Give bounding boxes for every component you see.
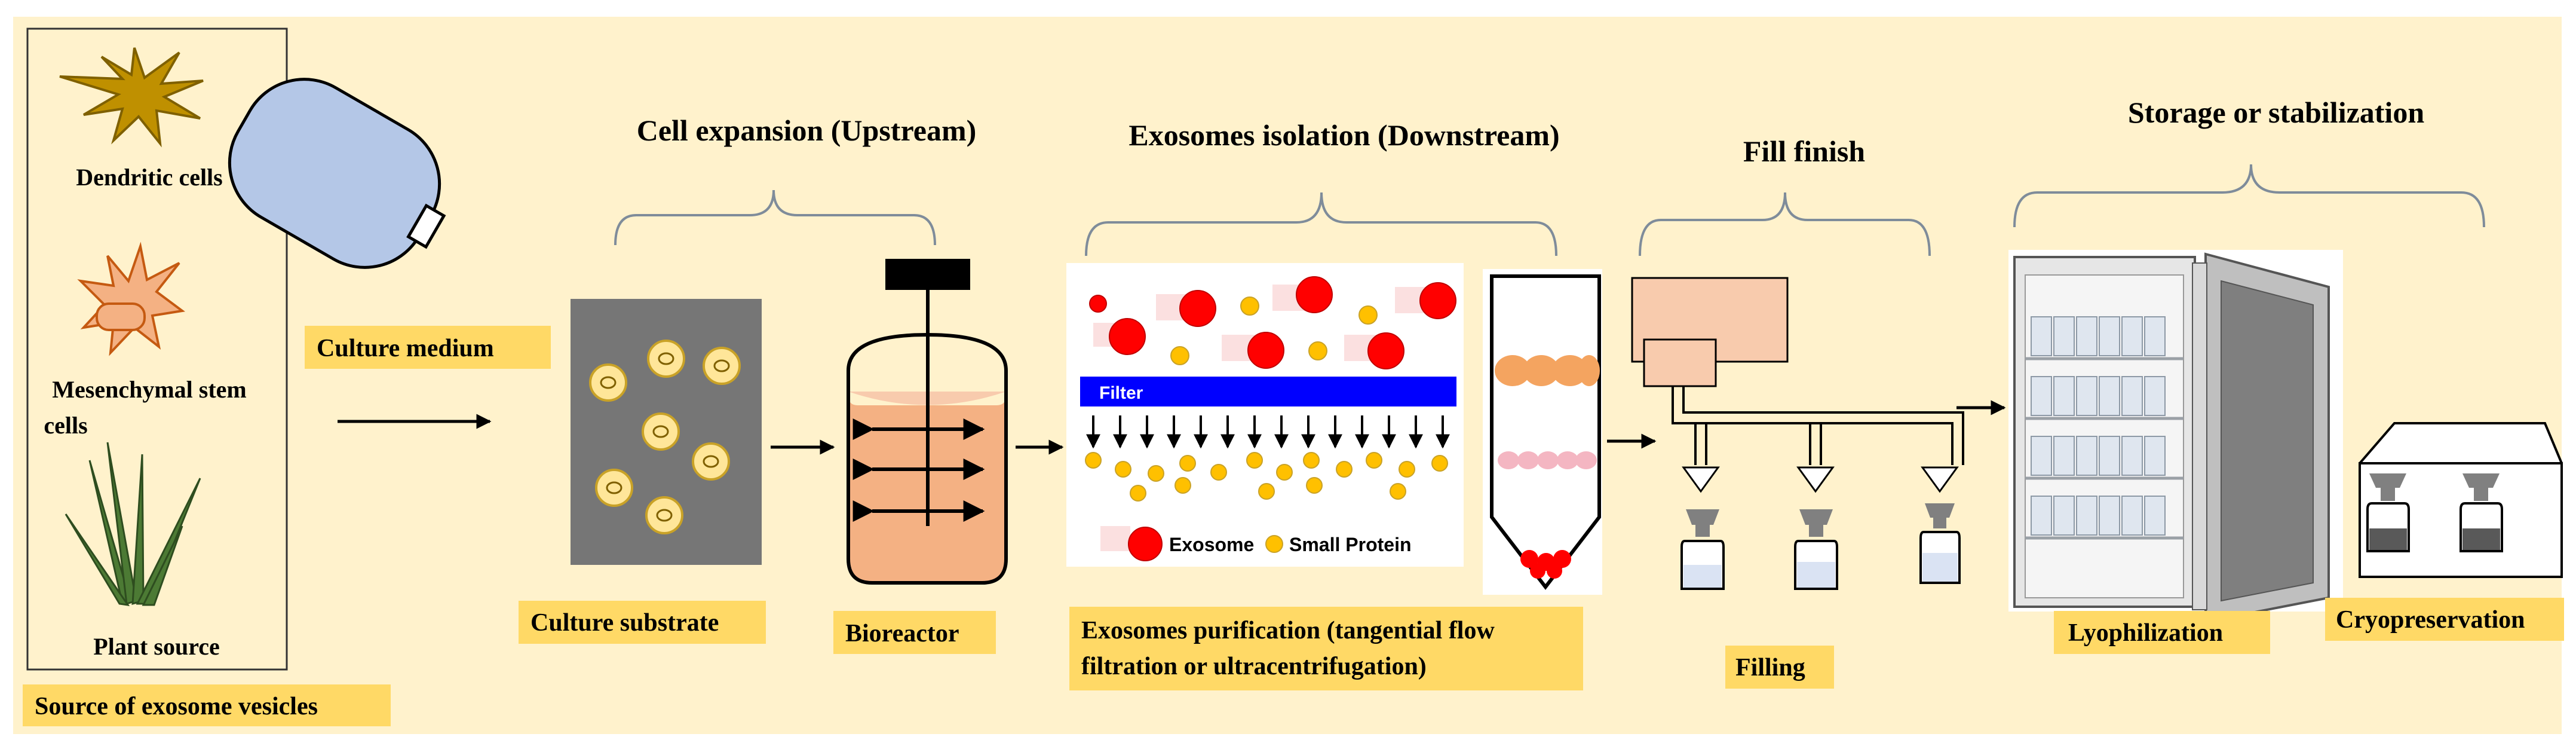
source-of-exosome-vesicles-label: Source of exosome vesicles — [35, 693, 318, 720]
cryopreservation-box-icon — [2359, 422, 2563, 578]
culture-substrate-icon — [571, 299, 762, 565]
source-label-box — [23, 684, 391, 726]
culture-medium-bag-icon — [228, 78, 446, 269]
bioreactor-label-box — [833, 611, 996, 654]
culture-medium-label-box — [305, 326, 551, 369]
lyophilizer-icon — [2008, 250, 2343, 623]
dendritic-cell-icon — [59, 47, 204, 148]
culture-substrate-label-box — [519, 601, 766, 644]
storage-bracket — [2013, 164, 2485, 228]
legend-exosome-label: Exosome — [1169, 534, 1254, 555]
fill-finish-title: Fill finish — [1743, 134, 1865, 168]
upstream-title: Cell expansion (Upstream) — [637, 114, 977, 147]
downstream-title: Exosomes isolation (Downstream) — [1128, 118, 1559, 152]
dendritic-cells-label: Dendritic cells — [76, 164, 223, 191]
filtration-panel: Filter — [1066, 263, 1464, 567]
fill-finish-bracket — [1639, 192, 1931, 256]
downstream-bracket — [1085, 192, 1557, 256]
plant-source-label: Plant source — [93, 633, 219, 660]
cryopreservation-label-box — [2325, 598, 2564, 641]
culture-substrate-label: Culture substrate — [530, 609, 719, 637]
purification-label-line2: filtration or ultracentrifugation) — [1081, 653, 1427, 680]
lyophilization-label-box — [2054, 611, 2270, 654]
upstream-bracket — [614, 189, 936, 246]
lyophilization-label: Lyophilization — [2068, 619, 2223, 647]
centrifuge-tube-icon — [1483, 269, 1602, 595]
msc-label-line2: cells — [44, 412, 87, 439]
msc-label-line1: Mesenchymal stem — [52, 376, 246, 403]
purification-label-box — [1069, 607, 1583, 690]
mesenchymal-stem-cell-icon — [77, 242, 185, 356]
bioreactor-icon — [847, 259, 1008, 585]
legend-small-protein-label: Small Protein — [1289, 534, 1412, 555]
purification-label-line1: Exosomes purification (tangential flow — [1081, 617, 1495, 644]
storage-title: Storage or stabilization — [2128, 96, 2424, 129]
filling-machine-icon — [1631, 277, 1964, 590]
vial-2-icon — [1794, 509, 1838, 590]
filtration-arrows — [1086, 415, 1450, 449]
cryo-vial-2-icon — [2460, 473, 2503, 552]
cryopreservation-label: Cryopreservation — [2336, 606, 2525, 634]
cryo-vial-1-icon — [2366, 473, 2410, 552]
bioreactor-label: Bioreactor — [845, 620, 959, 647]
plant-icon — [65, 442, 201, 606]
legend-exosome-swatch — [1128, 527, 1163, 561]
filling-label-box — [1725, 646, 1834, 689]
filter-label: Filter — [1099, 383, 1143, 403]
legend-small-protein-swatch — [1265, 535, 1283, 553]
vial-3-icon — [1919, 503, 1961, 584]
culture-medium-label: Culture medium — [317, 335, 494, 362]
filling-label: Filling — [1735, 654, 1805, 681]
vial-1-icon — [1680, 509, 1725, 590]
